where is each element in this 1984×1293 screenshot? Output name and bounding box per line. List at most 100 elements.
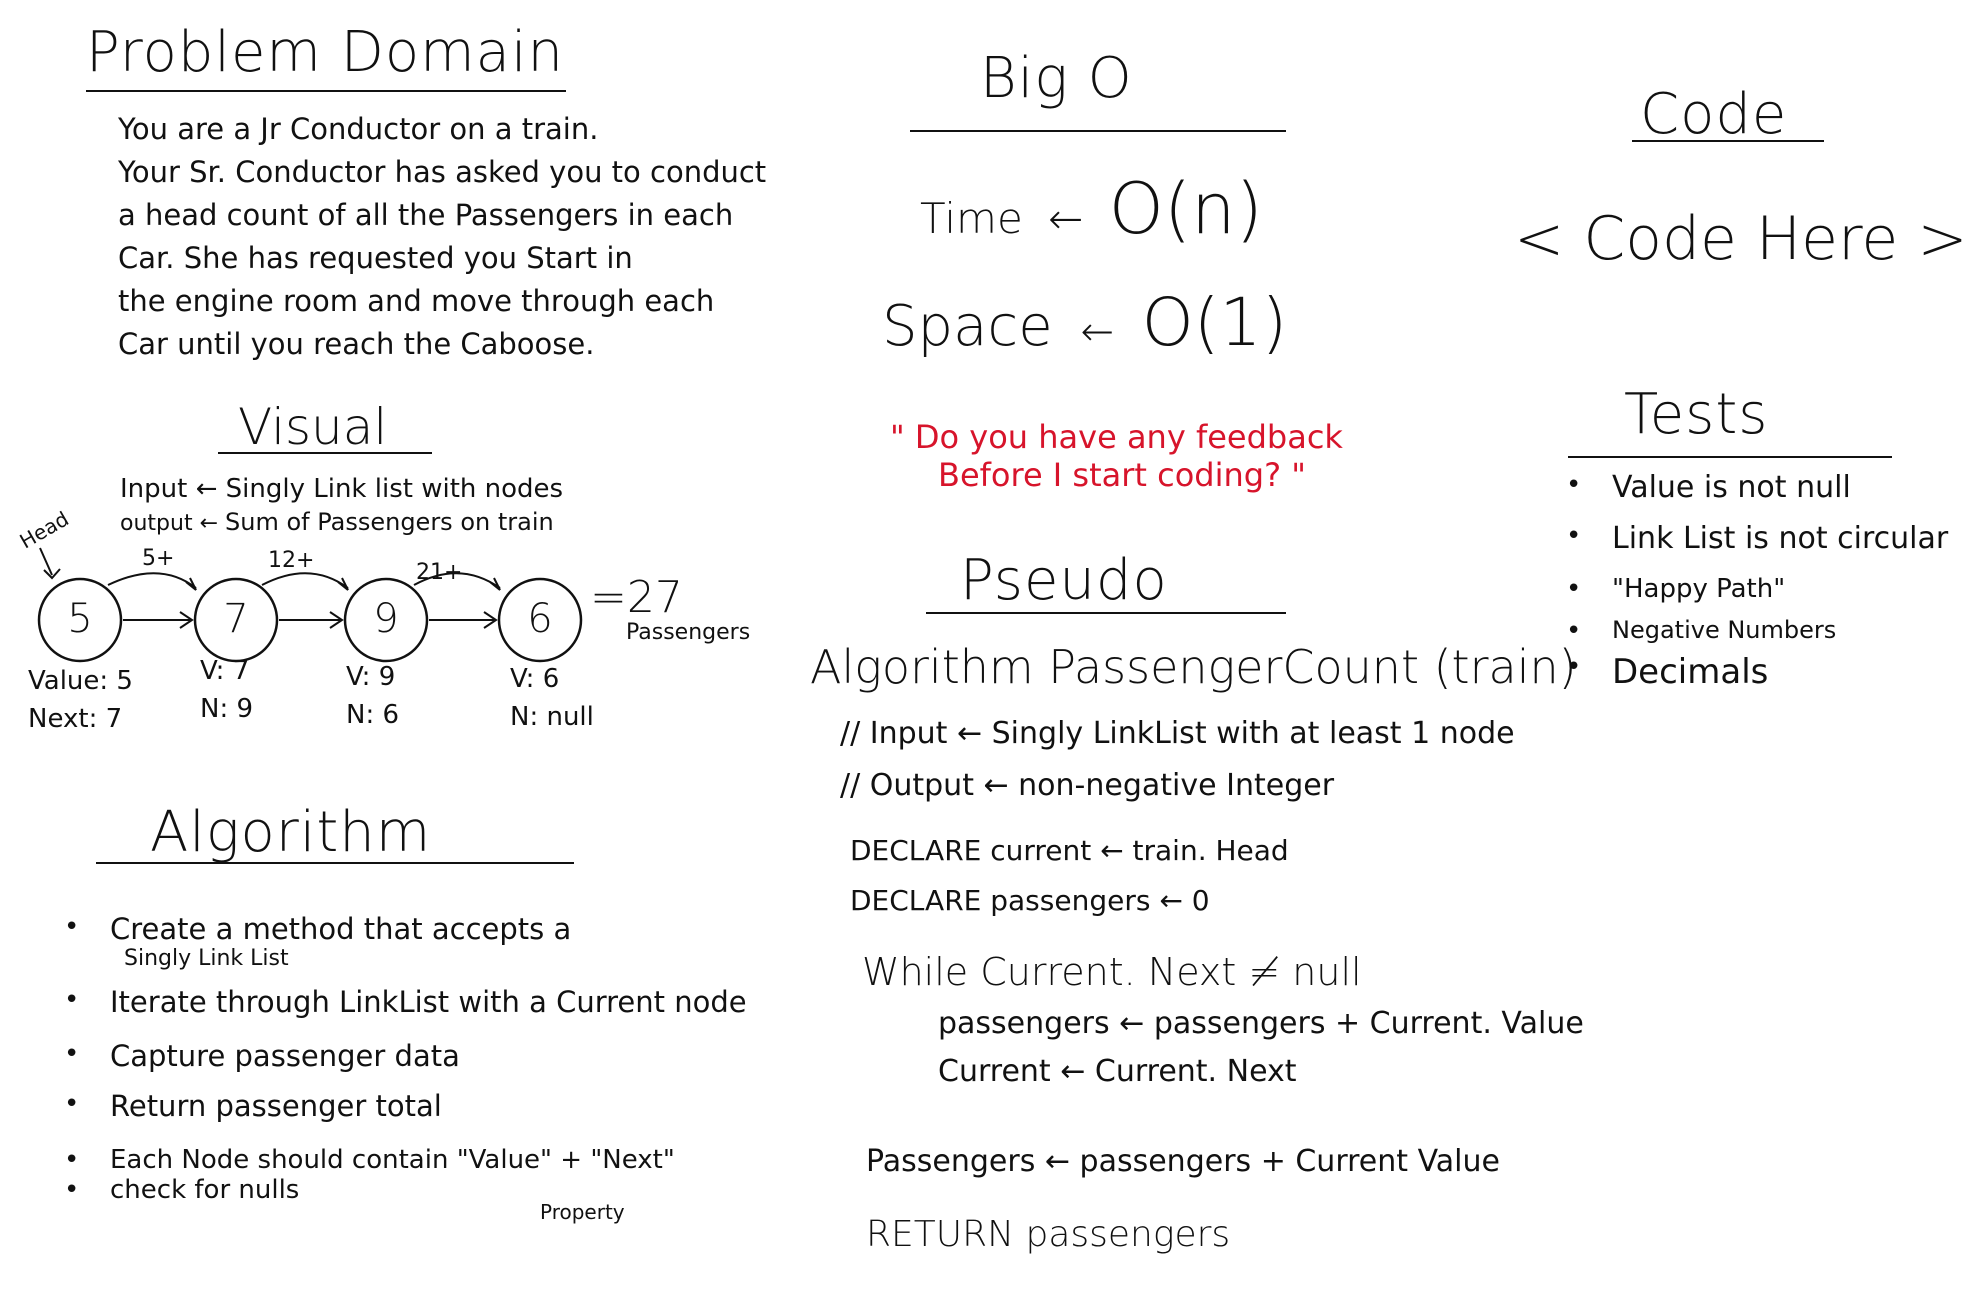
node-caption-next: N: null (510, 702, 594, 732)
sum-arc (107, 572, 197, 589)
next-arrow-icon (279, 611, 344, 629)
node-caption: V: 9 N: 6 (346, 658, 399, 734)
problem-domain-text: You are a Jr Conductor on a train. Your … (118, 108, 766, 366)
feedback-line: " Do you have any feedback (890, 418, 1343, 456)
total-unit: Passengers (626, 620, 751, 645)
space-label: Space (882, 294, 1053, 359)
visual-title: Visual (238, 398, 388, 456)
algorithm-bullet: Iterate through LinkList with a Current … (110, 985, 747, 1019)
algorithm-bullet-sub: Singly Link List (124, 946, 289, 971)
algorithm-list: Create a method that accepts a Singly Li… (64, 912, 747, 1205)
pseudo-input: // Input ← Singly LinkList with at least… (840, 716, 1515, 751)
problem-line: Car until you reach the Caboose. (118, 327, 595, 361)
space-complexity: O(1) (1141, 284, 1288, 361)
test-item: Value is not null (1612, 470, 1851, 505)
algorithm-bullet: Return passenger total (110, 1089, 442, 1123)
pseudo-body-line: Current ← Current. Next (938, 1054, 1297, 1089)
sum-arrow-icon (489, 577, 501, 591)
list-item: Capture passenger data (64, 1039, 747, 1073)
pseudo-title: Pseudo (960, 548, 1168, 613)
node-circle (343, 577, 429, 663)
pseudo-output: // Output ← non-negative Integer (840, 768, 1335, 803)
node-caption: V: 7 N: 9 (200, 652, 253, 728)
problem-line: Car. She has requested you Start in (118, 241, 633, 275)
sum-arrow-icon (337, 577, 349, 591)
list-item: check for nulls (64, 1175, 747, 1205)
test-item: "Happy Path" (1612, 574, 1786, 604)
pseudo-after-loop: Passengers ← passengers + Current Value (866, 1144, 1500, 1179)
pseudo-while: While Current. Next ≠ null (862, 950, 1362, 994)
problem-line: You are a Jr Conductor on a train. (118, 112, 599, 146)
problem-domain-underline (86, 90, 566, 92)
list-item: Value is not null (1566, 470, 1948, 505)
arrow-left-icon: ← (1080, 309, 1114, 355)
tests-title: Tests (1624, 382, 1769, 447)
big-o-underline (910, 130, 1286, 132)
feedback-line: Before I start coding? " (938, 456, 1306, 494)
sum-arrow-icon (185, 577, 197, 591)
test-item: Link List is not circular (1612, 521, 1949, 556)
algorithm-underline (96, 862, 574, 864)
visual-input-label: Input (120, 474, 188, 504)
visual-input-desc: Singly Link list with nodes (225, 474, 564, 504)
algorithm-bullet: Capture passenger data (110, 1039, 460, 1073)
visual-input-row: Input ← Singly Link list with nodes (120, 474, 563, 504)
pseudo-declare-passengers: DECLARE passengers ← 0 (850, 884, 1210, 917)
arrow-left-icon: ← (195, 474, 226, 504)
big-o-title: Big O (980, 46, 1133, 111)
arrow-left-icon: ← (1048, 194, 1084, 243)
node-value: 5 (67, 596, 93, 642)
tests-underline (1568, 456, 1892, 458)
visual-output-row: output ← Sum of Passengers on train (120, 508, 554, 536)
time-row: Time ← O(n) (920, 168, 1263, 250)
property-note: Property (540, 1200, 625, 1224)
list-item: Link List is not circular (1566, 521, 1948, 556)
pseudo-return: RETURN passengers (866, 1214, 1231, 1255)
next-arrow-icon (123, 611, 194, 629)
node-circle (37, 577, 123, 663)
problem-line: Your Sr. Conductor has asked you to cond… (118, 155, 767, 189)
node-value: 6 (527, 596, 553, 642)
algorithm-bullet: check for nulls (110, 1175, 300, 1205)
node-caption-next: N: 9 (200, 694, 254, 724)
node-caption-value: V: 9 (346, 662, 396, 692)
visual-output-desc: Sum of Passengers on train (225, 508, 554, 536)
node-caption-next: Next: 7 (28, 704, 123, 734)
next-arrow-icon (429, 611, 498, 629)
algorithm-bullet: Create a method that accepts a (110, 912, 572, 946)
list-item: Each Node should contain "Value" + "Next… (64, 1145, 747, 1175)
visual-underline (218, 452, 432, 454)
code-title: Code (1640, 82, 1788, 147)
problem-line: the engine room and move through each (118, 284, 715, 318)
problem-domain-title: Problem Domain (86, 20, 565, 85)
pseudo-signature: Algorithm PassengerCount (train) (810, 640, 1577, 694)
node-caption: Value: 5 Next: 7 (28, 662, 133, 738)
pseudo-declare-current: DECLARE current ← train. Head (850, 834, 1289, 867)
visual-output-label: output (120, 511, 193, 536)
node-caption-value: Value: 5 (28, 666, 133, 696)
time-label: Time (920, 194, 1023, 243)
code-placeholder: < Code Here > (1514, 204, 1968, 274)
node-caption-value: V: 6 (510, 664, 560, 694)
node-caption-value: V: 7 (200, 656, 250, 686)
running-sum: 5+ (142, 546, 175, 571)
arrow-left-icon: ← (199, 511, 226, 536)
test-item: Negative Numbers (1612, 616, 1837, 644)
list-item: Return passenger total (64, 1089, 747, 1123)
pseudo-underline (926, 612, 1286, 614)
head-arrow-icon (39, 547, 61, 580)
tests-list: Value is not null Link List is not circu… (1566, 470, 1948, 692)
node-circle (497, 577, 583, 663)
time-complexity: O(n) (1108, 168, 1263, 250)
algorithm-title: Algorithm (150, 800, 432, 865)
problem-line: a head count of all the Passengers in ea… (118, 198, 734, 232)
node-circle (193, 577, 279, 663)
pseudo-body-line: passengers ← passengers + Current. Value (938, 1006, 1584, 1041)
test-item: Decimals (1612, 652, 1769, 692)
list-item: "Happy Path" (1566, 574, 1948, 604)
feedback-question: " Do you have any feedback Before I star… (890, 418, 1343, 494)
running-sum: 12+ (268, 548, 315, 573)
algorithm-bullet: Each Node should contain "Value" + "Next… (110, 1145, 675, 1175)
node-value: 9 (373, 596, 399, 642)
